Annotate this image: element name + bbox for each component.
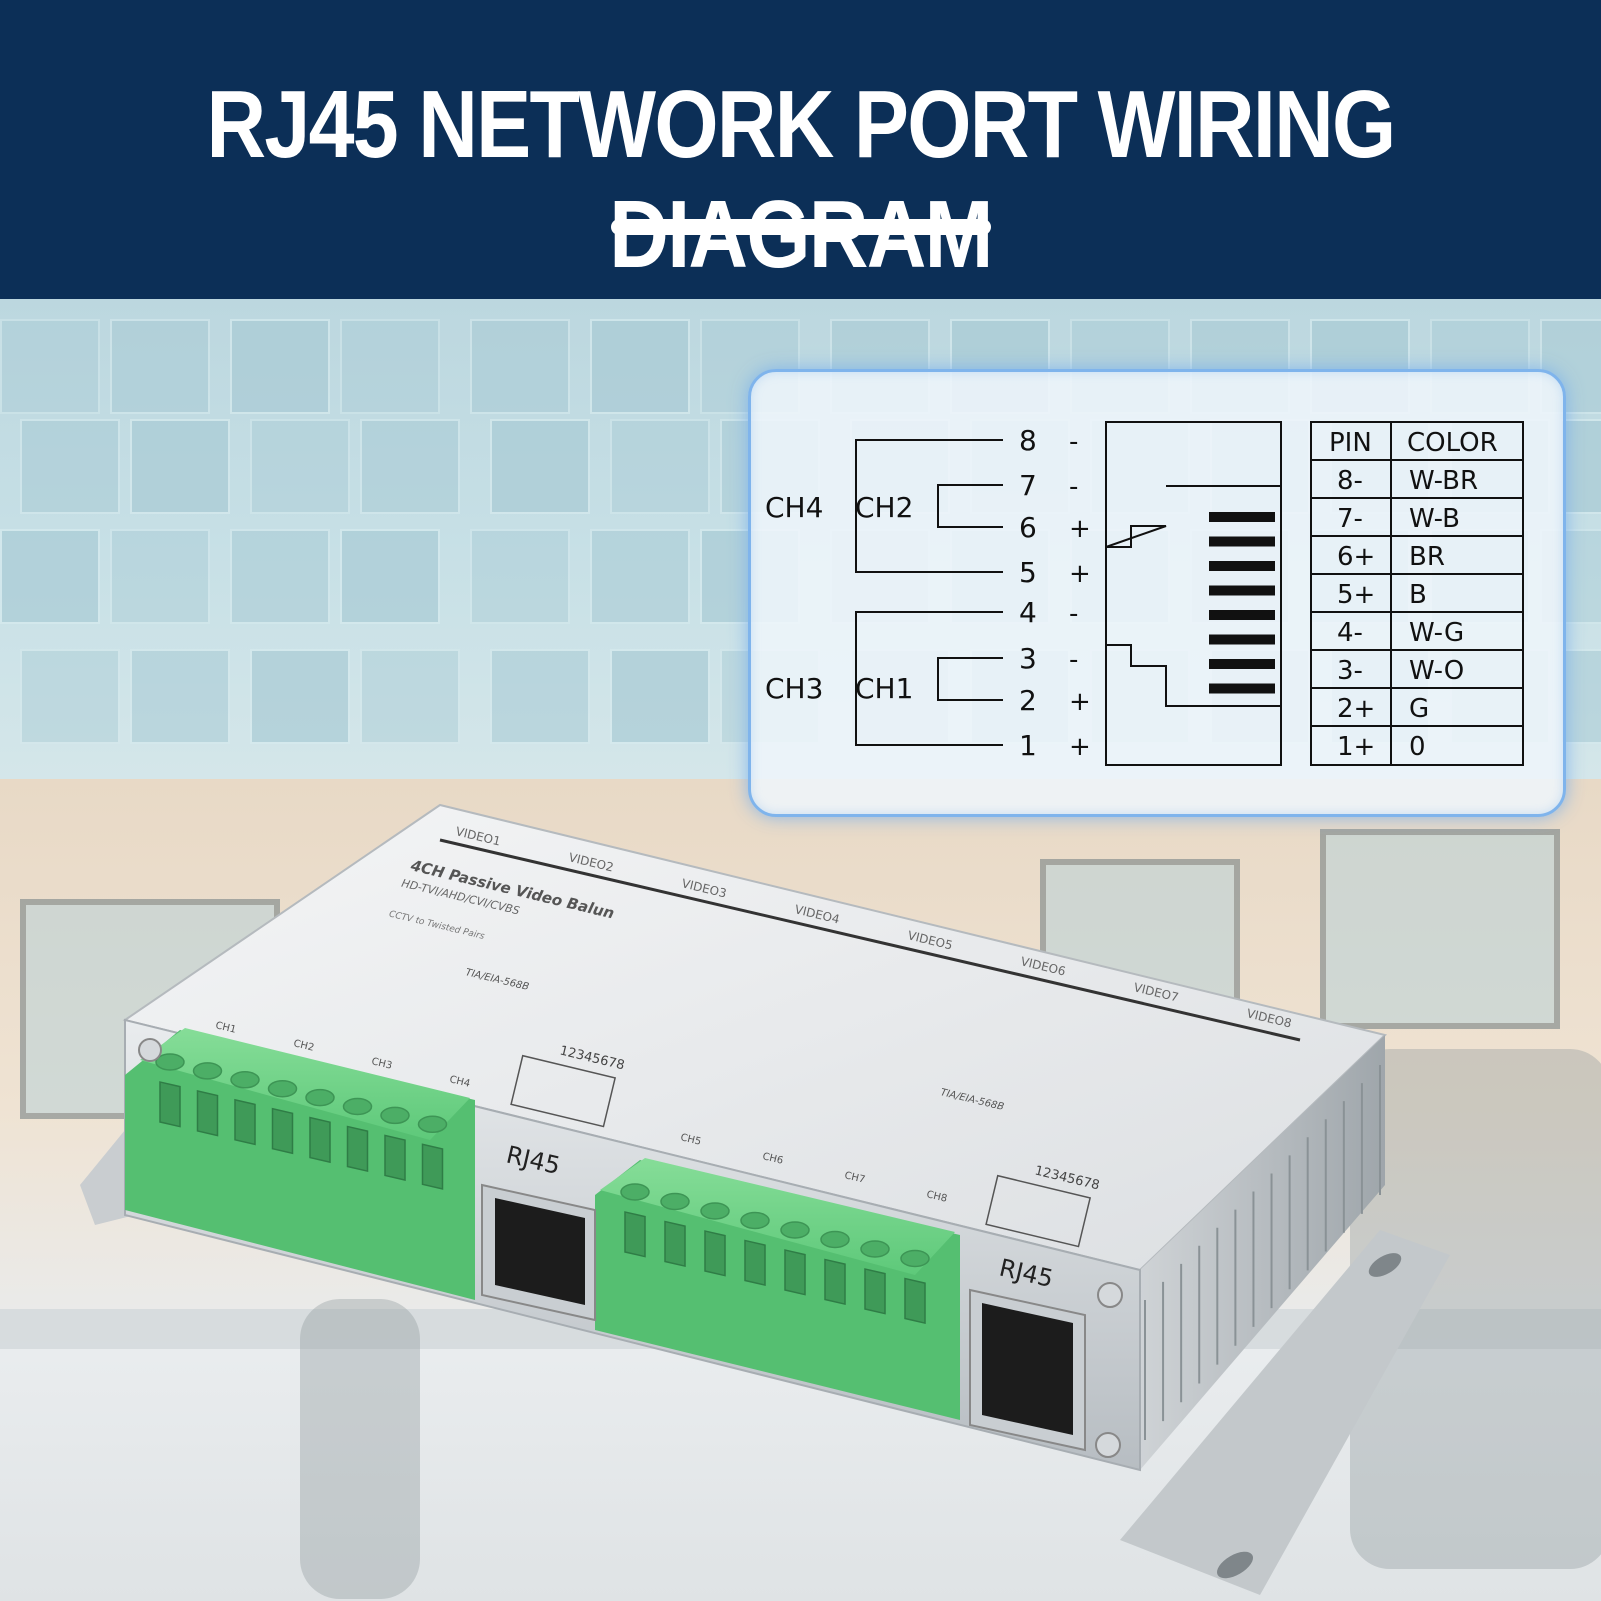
- video-wall-screen: [110, 319, 210, 414]
- header-banner: RJ45 NETWORK PORT WIRING DIAGRAM: [0, 0, 1601, 299]
- pin-polarity: +: [1069, 687, 1091, 717]
- pin-number: 3: [1019, 642, 1037, 675]
- jack-contact: [1209, 536, 1275, 547]
- table-cell-color: W-B: [1409, 504, 1460, 534]
- table-cell-color: B: [1409, 580, 1427, 610]
- ch2-bracket: [937, 484, 1003, 528]
- table-cell-pin: 2+: [1337, 694, 1375, 724]
- video-wall-screen: [0, 529, 100, 624]
- table-cell-pin: 5+: [1337, 580, 1375, 610]
- ch3-bracket: [855, 611, 1003, 746]
- video-wall-screen: [590, 319, 690, 414]
- page-title: RJ45 NETWORK PORT WIRING DIAGRAM: [206, 71, 1396, 288]
- video-wall-screen: [610, 419, 710, 514]
- video-wall-screen: [230, 319, 330, 414]
- table-cell-pin: 1+: [1337, 732, 1375, 762]
- table-cell-color: W-O: [1409, 656, 1464, 686]
- pin-polarity: -: [1069, 472, 1078, 502]
- video-wall-screen: [340, 529, 440, 624]
- video-wall-screen: [20, 419, 120, 514]
- pin-polarity: -: [1069, 427, 1078, 457]
- background-chair: [300, 1299, 420, 1599]
- table-cell-color: BR: [1409, 542, 1445, 572]
- table-header-color: COLOR: [1407, 428, 1498, 458]
- group-label-ch2: CH2: [855, 491, 913, 524]
- table-cell-color: W-BR: [1409, 466, 1478, 496]
- ch1-bracket: [937, 657, 1003, 701]
- video-wall-screen: [470, 319, 570, 414]
- jack-contact: [1209, 610, 1275, 620]
- ch4-bracket: [855, 439, 1003, 573]
- background-monitor: [1320, 829, 1560, 1029]
- jack-contact: [1209, 634, 1275, 645]
- pin-number: 2: [1019, 684, 1037, 717]
- jack-contact: [1209, 512, 1275, 522]
- pin-number: 7: [1019, 469, 1037, 502]
- video-wall-screen: [490, 649, 590, 744]
- video-wall-screen: [250, 649, 350, 744]
- background-monitor: [1040, 859, 1240, 1019]
- pin-polarity: +: [1069, 732, 1091, 762]
- video-wall-screen: [110, 529, 210, 624]
- video-wall-screen: [1560, 649, 1601, 744]
- table-cell-color: G: [1409, 694, 1429, 724]
- jack-contact: [1209, 683, 1275, 694]
- pin-number: 6: [1019, 511, 1037, 544]
- video-wall-screen: [20, 649, 120, 744]
- group-label-ch4: CH4: [765, 491, 823, 524]
- table-cell-pin: 4-: [1337, 618, 1363, 648]
- jack-contact: [1209, 585, 1275, 596]
- video-wall-screen: [130, 419, 230, 514]
- title-underline: [611, 219, 991, 235]
- table-cell-pin: 6+: [1337, 542, 1375, 572]
- video-wall-screen: [610, 649, 710, 744]
- group-label-ch1: CH1: [855, 672, 913, 705]
- video-wall-screen: [130, 649, 230, 744]
- video-wall-screen: [340, 319, 440, 414]
- pin-polarity: -: [1069, 599, 1078, 629]
- video-wall-screen: [360, 419, 460, 514]
- pin-number: 1: [1019, 729, 1037, 762]
- table-cell-color: W-G: [1409, 618, 1464, 648]
- video-wall-screen: [470, 529, 570, 624]
- table-cell-pin: 3-: [1337, 656, 1363, 686]
- background-monitor: [20, 899, 280, 1119]
- pin-polarity: +: [1069, 514, 1091, 544]
- video-wall-screen: [0, 319, 100, 414]
- pin-number: 8: [1019, 424, 1037, 457]
- video-wall-screen: [230, 529, 330, 624]
- group-label-ch3: CH3: [765, 672, 823, 705]
- video-wall-screen: [360, 649, 460, 744]
- rj45-jack-outline: [1105, 485, 1282, 707]
- pin-polarity: -: [1069, 645, 1078, 675]
- table-cell-pin: 8-: [1337, 466, 1363, 496]
- table-cell-pin: 7-: [1337, 504, 1363, 534]
- pin-table-frame: [1310, 421, 1524, 766]
- pin-polarity: +: [1069, 559, 1091, 589]
- pin-number: 5: [1019, 556, 1037, 589]
- video-wall-screen: [250, 419, 350, 514]
- background-chair: [1350, 1049, 1601, 1569]
- video-wall-screen: [490, 419, 590, 514]
- jack-contact: [1209, 659, 1275, 669]
- video-wall-screen: [590, 529, 690, 624]
- jack-contact: [1209, 561, 1275, 571]
- pin-number: 4: [1019, 596, 1037, 629]
- table-cell-color: 0: [1409, 732, 1426, 762]
- table-header-pin: PIN: [1329, 428, 1372, 458]
